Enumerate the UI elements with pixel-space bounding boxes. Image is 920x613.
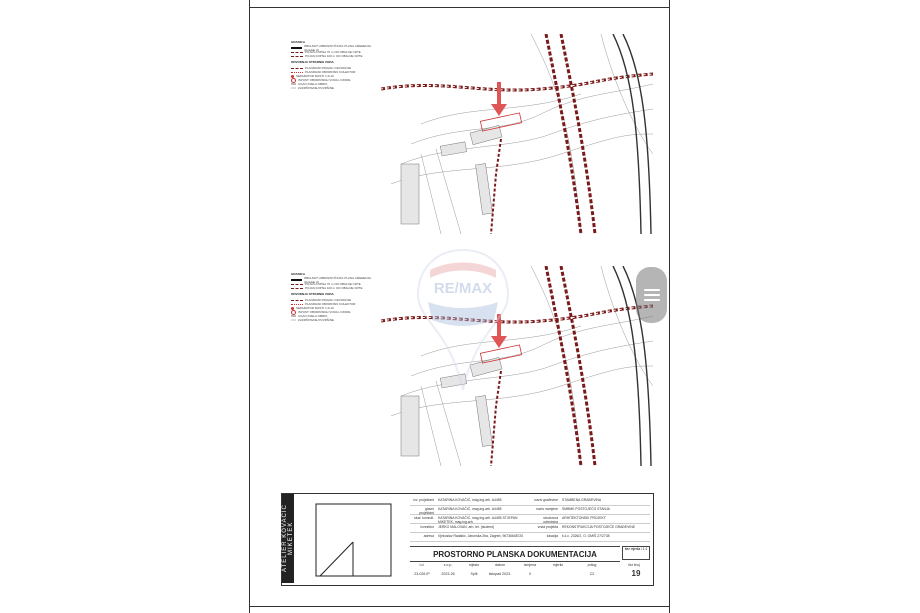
north-arrow-icon (491, 314, 507, 348)
legend-1: GRANICA OBUHVAT URBANISTIČKOG PLANA UREĐ… (289, 34, 381, 234)
atelier-logo: ATELIER KOVAČIĆ MIKETEK (282, 494, 294, 583)
plan-drawing-2: GRANICA OBUHVAT URBANISTIČKOG PLANA UREĐ… (289, 266, 653, 466)
meta-row: t.d. z.o.p. mjesto datum izmjena mjerilo… (410, 562, 650, 582)
menu-handle-icon[interactable] (636, 267, 667, 323)
remax-text: RE/MAX (434, 280, 492, 297)
document-title: PROSTORNO PLANSKA DOKUMENTACIJA (410, 546, 620, 562)
legend-item: OBUHVAT URBANISTIČKOG PLANA UREĐENJA (Iz… (303, 44, 371, 52)
legend-item: POJAS KOPNA 100 m OD OBALNE CRTE (305, 54, 363, 58)
info-row: izv. projektant KATARINA KOVAČIĆ, mag.in… (410, 496, 650, 506)
road-line-2 (559, 34, 597, 234)
legend-item: PLANIRANI OBORINSKI KOLEKTOR (305, 302, 356, 306)
sheet-border-top (249, 7, 670, 8)
legend-item: POJAS KOPNA 70 m OD OBALNE CRTE (305, 50, 361, 54)
highlighted-plot (479, 344, 523, 364)
legend-section: ODVODNJA OTPADNIH VODA (291, 60, 334, 64)
legend-item: POJAS KOPNA 100 m OD OBALNE CRTE (305, 286, 363, 290)
project-info: izv. projektant KATARINA KOVAČIĆ, mag.in… (410, 496, 650, 542)
legend-item: UGAO DJELA OBRIO (298, 82, 328, 86)
buildings (400, 125, 503, 225)
logo-graphic (315, 503, 392, 577)
legend-item: ZAKRŠTAVNE POVRŠINE (298, 86, 334, 90)
legend-title: GRANICA (291, 272, 305, 276)
legend-item: ISPUST OBORINSKIH VODA U MORE (298, 310, 351, 314)
legend-2: GRANICA OBUHVAT URBANISTIČKOG PLANA UREĐ… (289, 266, 381, 466)
sheet-number: 19 (631, 569, 641, 578)
sheet-border-right (669, 0, 670, 613)
contour-lines (390, 34, 653, 234)
title-block: ATELIER KOVAČIĆ MIKETEK izv. projektant … (281, 493, 654, 586)
north-arrow-icon (491, 82, 507, 116)
info-row: stud. konzult. KATARINA KOVAČIĆ, mag.ing… (410, 514, 650, 524)
legend-item: POJAS KOPNA 70 m OD OBALNE CRTE (305, 282, 361, 286)
plan-map-1 (381, 34, 653, 234)
remax-watermark: RE/MAX (416, 248, 510, 391)
legend-item: ISPUST OBORINSKIH VODA U MORE (298, 78, 351, 82)
sheet-border-left (249, 0, 250, 613)
scale-box: bez mjerila / 1:1 (622, 546, 650, 560)
legend-item: ZAKRŠTAVNE POVRŠINE (298, 318, 334, 322)
legend-item: OBUHVAT URBANISTIČKOG PLANA UREĐENJA (Iz… (303, 276, 371, 284)
legend-section: ODVODNJA OTPADNIH VODA (291, 292, 334, 296)
coast-line (612, 34, 642, 234)
road-line-1 (544, 34, 583, 234)
info-row: glavni projektant KATARINA KOVAČIĆ, mag.… (410, 505, 650, 515)
legend-item: PLANIRANI PRAVAC ODVODNJE (305, 298, 352, 302)
info-row: investitor JERKO MALOVAN, arh. tel. (stu… (410, 523, 650, 533)
legend-item: UGAO DJELA OBRIO (298, 314, 328, 318)
highlighted-plot (479, 112, 523, 132)
legend-item: SEPARATOR MASTI I ULJA (296, 306, 334, 310)
plan-map-2 (381, 266, 653, 466)
sheet-border-bottom (249, 606, 670, 607)
plan-drawing-1: GRANICA OBUHVAT URBANISTIČKOG PLANA UREĐ… (289, 34, 653, 234)
info-row: adresa Vjekoslav Radakić, Jarunska 2ba, … (410, 532, 650, 542)
legend-item: SEPARATOR MASTI I ULJA (296, 74, 334, 78)
legend-item: PLANIRANI OBORINSKI KOLEKTOR (305, 70, 356, 74)
route-line (381, 72, 653, 92)
drain-line (490, 138, 502, 234)
legend-item: PLANIRANI PRAVAC ODVODNJE (305, 66, 352, 70)
legend-title: GRANICA (291, 40, 305, 44)
